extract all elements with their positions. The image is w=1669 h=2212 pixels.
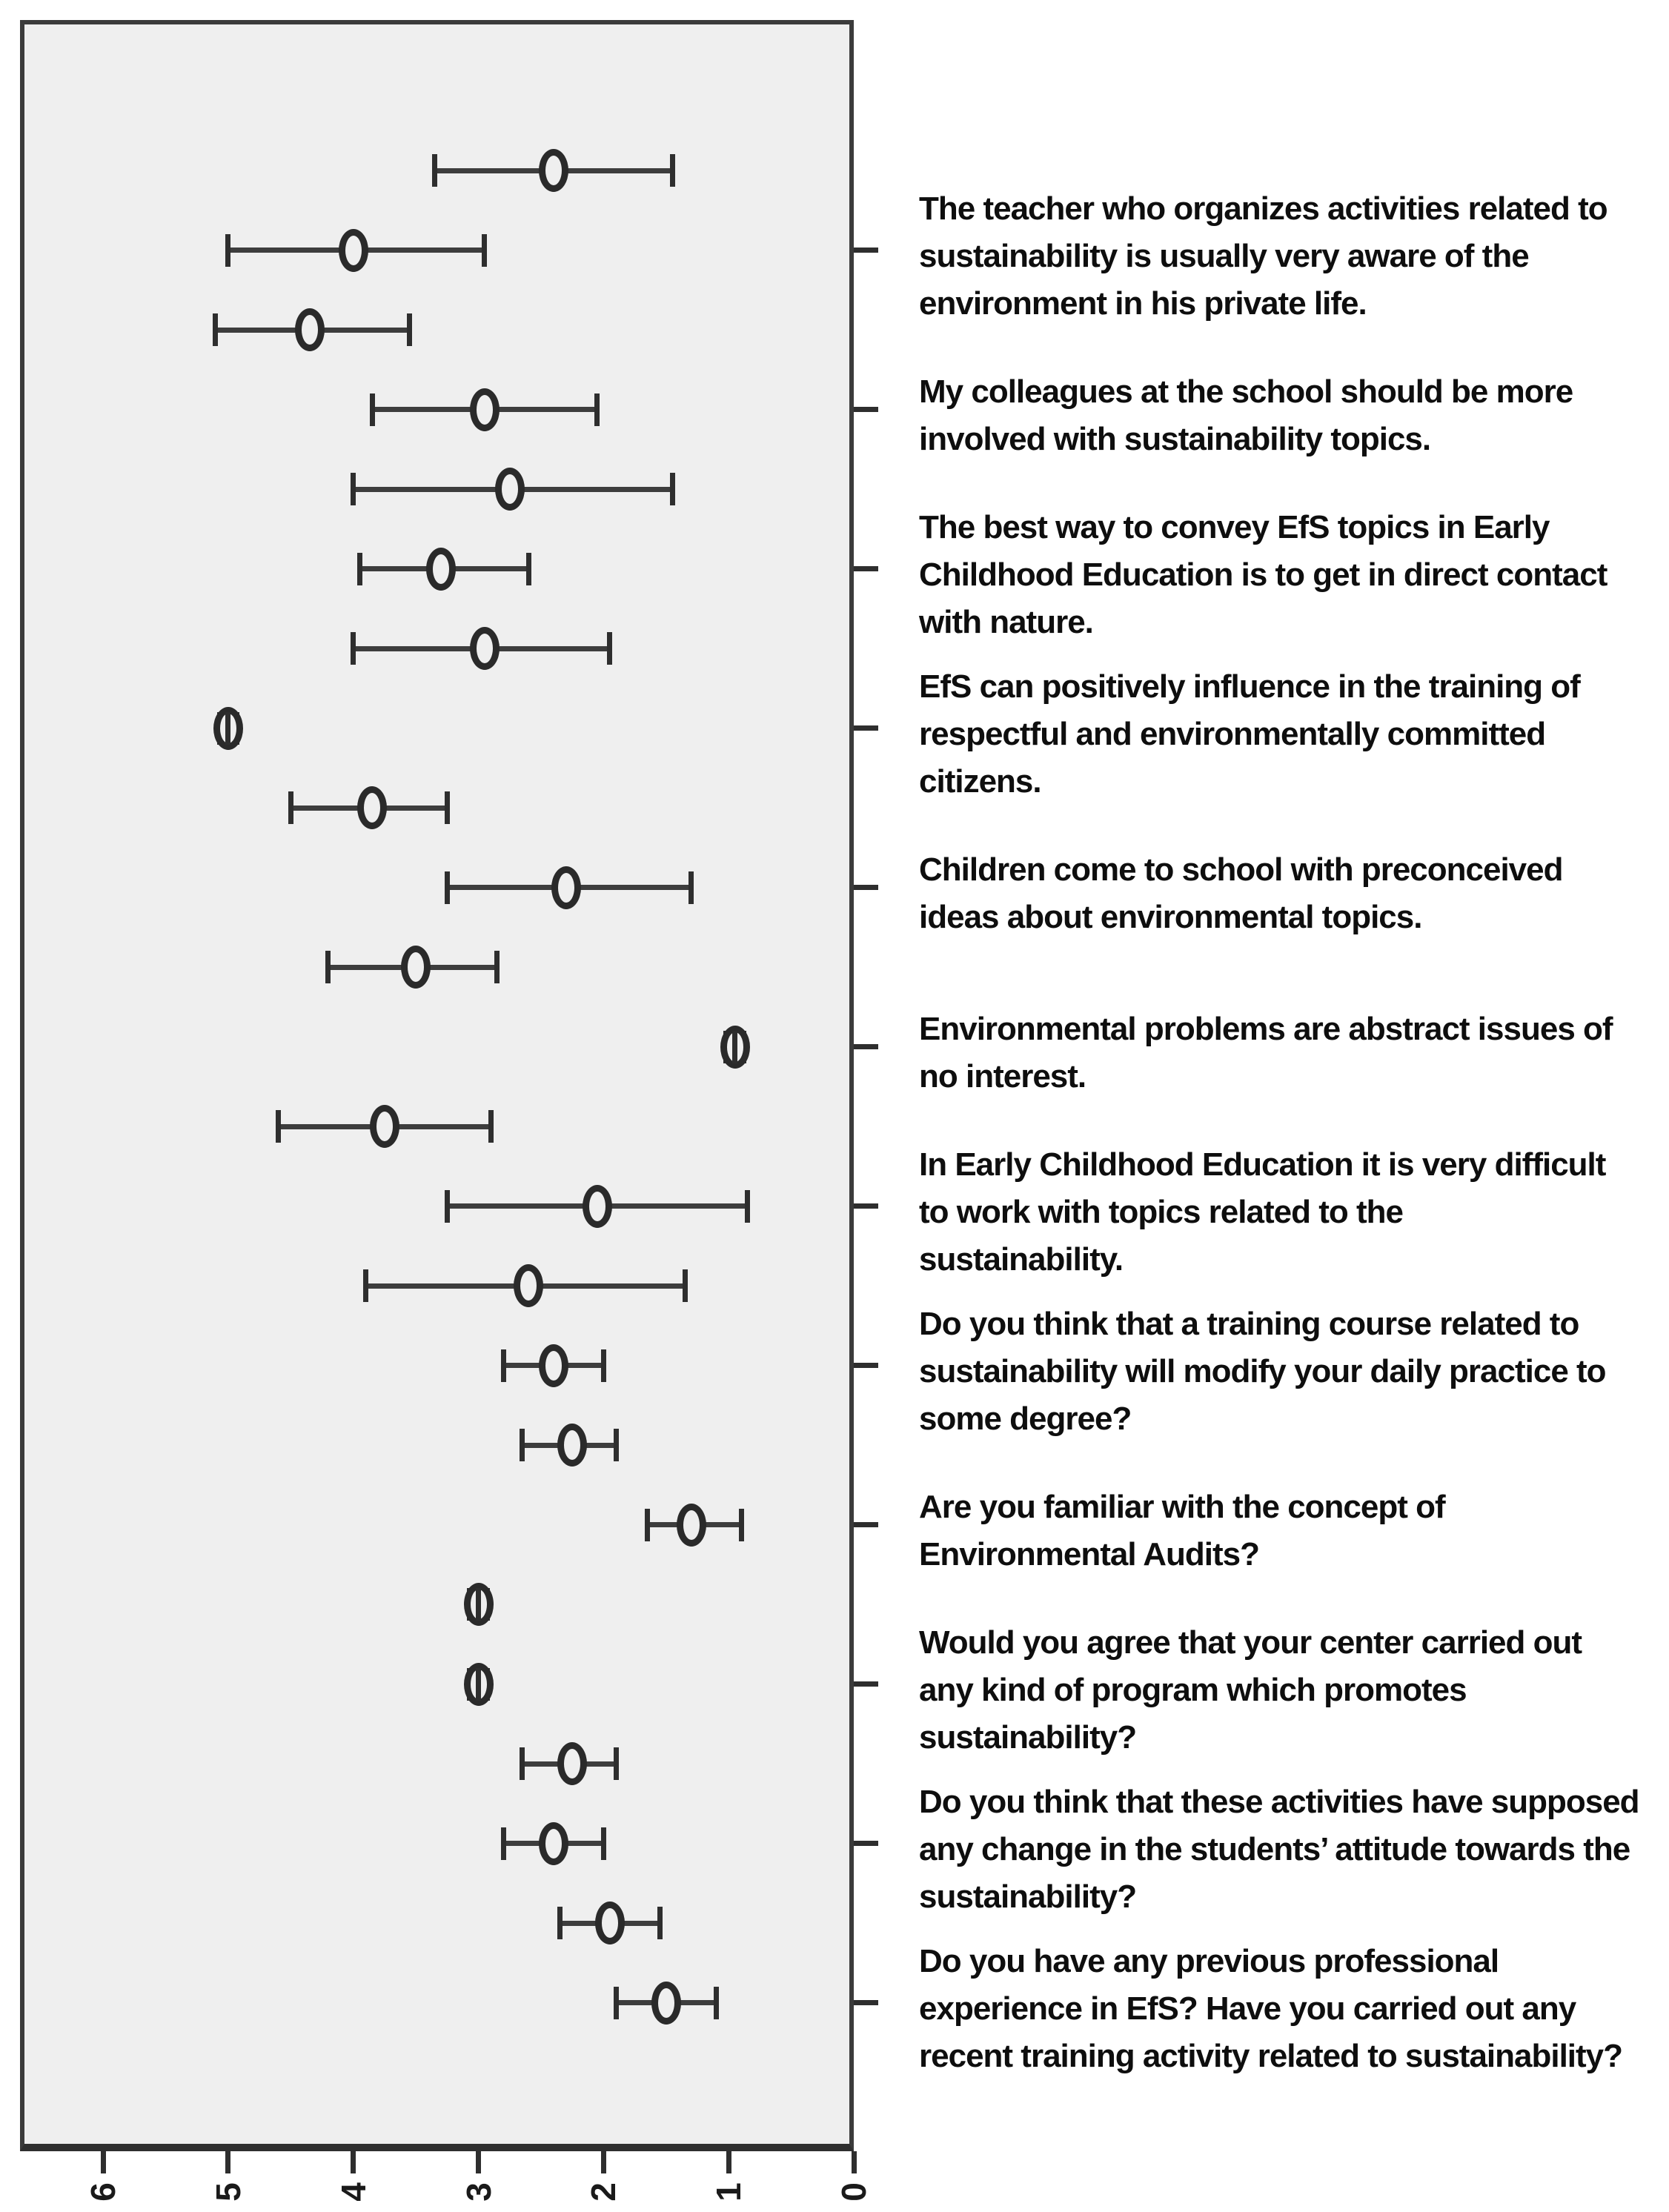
question-label: Environmental problems are abstract issu… bbox=[919, 1006, 1669, 1100]
x-tick-label: 4 bbox=[334, 2182, 373, 2202]
question-label: Do you think that a training course rela… bbox=[919, 1301, 1669, 1443]
question-label-line: sustainability? bbox=[919, 1718, 1137, 1756]
question-label-line: some degree? bbox=[919, 1400, 1132, 1437]
question-label: Are you familiar with the concept of Envi… bbox=[919, 1484, 1669, 1578]
question-label-line: any change in the students’ attitude tow… bbox=[919, 1830, 1630, 1867]
category-tick bbox=[854, 1522, 878, 1527]
x-tick bbox=[351, 2151, 356, 2173]
question-label-line: Are you familiar with the concept of bbox=[919, 1488, 1446, 1525]
category-tick bbox=[854, 1203, 878, 1209]
x-tick-label: 2 bbox=[584, 2182, 623, 2202]
question-label-line: Would you agree that your center carried… bbox=[919, 1624, 1582, 1661]
category-tick bbox=[854, 1363, 878, 1368]
x-tick bbox=[476, 2151, 481, 2173]
x-tick-label: 5 bbox=[208, 2182, 248, 2202]
question-label-line: Do you think that these activities have … bbox=[919, 1783, 1640, 1820]
category-tick bbox=[854, 1681, 878, 1687]
question-label-line: no interest. bbox=[919, 1057, 1086, 1095]
question-label-line: experience in EfS? Have you carried out … bbox=[919, 1990, 1576, 2027]
question-label-line: The teacher who organizes activities rel… bbox=[919, 190, 1608, 227]
question-label-line: respectful and environmentally committed bbox=[919, 715, 1546, 752]
question-label-line: environment in his private life. bbox=[919, 285, 1367, 322]
question-label: Do you have any previous professional exp… bbox=[919, 1938, 1669, 2080]
question-label: The best way to convey EfS topics in Ear… bbox=[919, 504, 1669, 646]
x-tick-label: 3 bbox=[459, 2182, 498, 2202]
question-label-line: sustainability? bbox=[919, 1878, 1137, 1915]
x-tick bbox=[100, 2151, 106, 2173]
question-label: Do you think that these activities have … bbox=[919, 1778, 1669, 1921]
question-label-line: In Early Childhood Education it is very … bbox=[919, 1146, 1606, 1183]
question-label-line: to work with topics related to the bbox=[919, 1193, 1404, 1230]
category-tick bbox=[854, 566, 878, 571]
question-label: Would you agree that your center carried… bbox=[919, 1619, 1669, 1761]
question-label-line: sustainability will modify your daily pr… bbox=[919, 1352, 1607, 1389]
question-label: The teacher who organizes activities rel… bbox=[919, 185, 1669, 328]
question-label-line: Children come to school with preconceive… bbox=[919, 851, 1564, 888]
question-label-line: Environmental Audits? bbox=[919, 1535, 1260, 1572]
category-tick bbox=[854, 725, 878, 731]
question-label: In Early Childhood Education it is very … bbox=[919, 1141, 1669, 1283]
plot-area bbox=[20, 20, 854, 2151]
x-tick-label: 6 bbox=[84, 2182, 123, 2202]
question-label-line: sustainability. bbox=[919, 1240, 1124, 1278]
category-tick bbox=[854, 248, 878, 253]
x-tick-label: 0 bbox=[834, 2182, 873, 2202]
question-label-line: Environmental problems are abstract issu… bbox=[919, 1010, 1613, 1047]
question-label-line: any kind of program which promotes bbox=[919, 1671, 1467, 1708]
x-tick bbox=[851, 2151, 857, 2173]
category-tick bbox=[854, 1841, 878, 1846]
question-label-line: recent training activity related to sust… bbox=[919, 2037, 1623, 2074]
category-tick bbox=[854, 407, 878, 412]
category-tick bbox=[854, 885, 878, 890]
question-label-line: Childhood Education is to get in direct … bbox=[919, 556, 1607, 593]
question-label-line: citizens. bbox=[919, 763, 1042, 800]
question-label-line: The best way to convey EfS topics in Ear… bbox=[919, 508, 1550, 545]
x-tick-label: 1 bbox=[709, 2182, 749, 2202]
category-tick bbox=[854, 1044, 878, 1049]
question-label-line: EfS can positively influence in the trai… bbox=[919, 668, 1581, 705]
x-tick bbox=[600, 2151, 606, 2173]
question-label-line: Do you have any previous professional bbox=[919, 1942, 1499, 1979]
question-label-line: ideas about environmental topics. bbox=[919, 898, 1422, 935]
question-label-line: My colleagues at the school should be mo… bbox=[919, 373, 1573, 410]
question-label: Children come to school with preconceive… bbox=[919, 846, 1669, 941]
x-tick bbox=[225, 2151, 231, 2173]
category-tick bbox=[854, 2000, 878, 2005]
question-label: My colleagues at the school should be mo… bbox=[919, 368, 1669, 463]
question-label-line: involved with sustainability topics. bbox=[919, 420, 1431, 457]
question-label-line: with nature. bbox=[919, 603, 1094, 640]
question-label-line: sustainability is usually very aware of … bbox=[919, 237, 1530, 274]
question-label-line: Do you think that a training course rela… bbox=[919, 1305, 1579, 1342]
question-label: EfS can positively influence in the trai… bbox=[919, 663, 1669, 806]
x-tick bbox=[726, 2151, 731, 2173]
